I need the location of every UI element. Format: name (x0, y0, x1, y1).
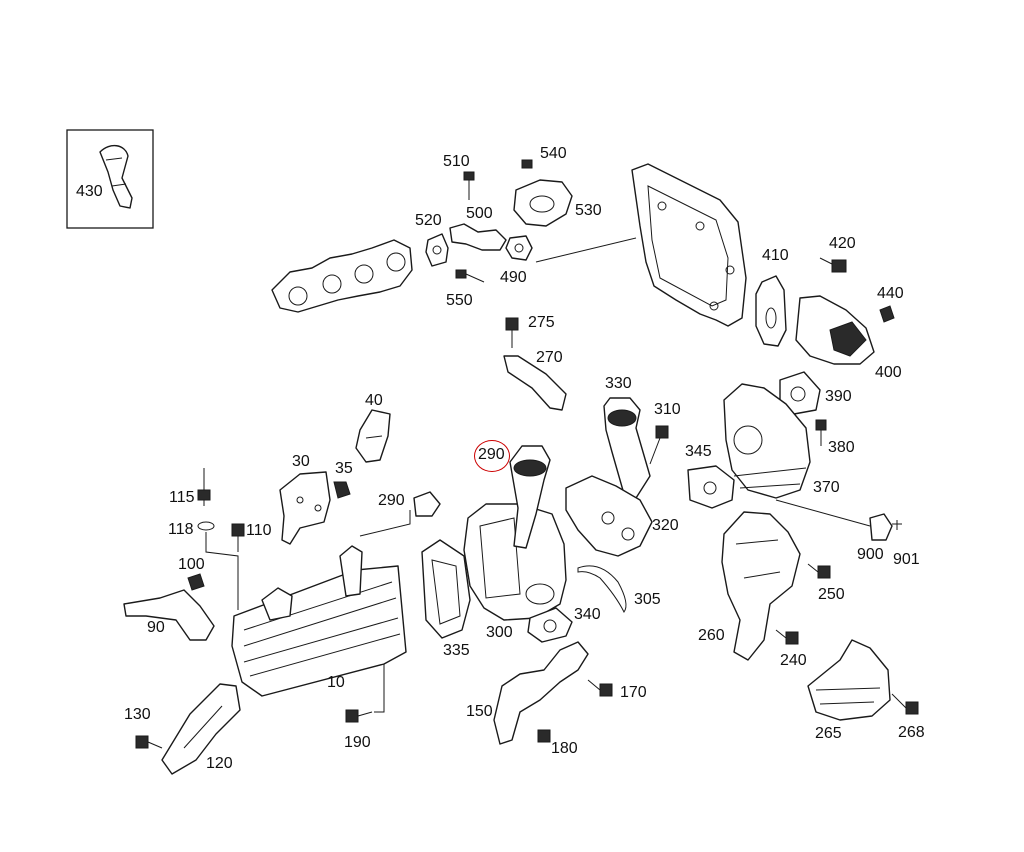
highlight-ring (474, 440, 510, 472)
exhaust-manifold (271, 239, 413, 313)
bolt-268 (905, 701, 919, 715)
nut-35 (333, 481, 351, 499)
label-240: 240 (780, 652, 807, 669)
label-170: 170 (620, 684, 647, 701)
label-901: 901 (893, 551, 920, 568)
label-190: 190 (344, 734, 371, 751)
label-440: 440 (877, 285, 904, 302)
label-150: 150 (466, 703, 493, 720)
cover-plate (631, 163, 747, 327)
label-420: 420 (829, 235, 856, 252)
label-130: 130 (124, 706, 151, 723)
label-510: 510 (443, 153, 470, 170)
bolt-550 (455, 269, 467, 279)
gasket-490 (505, 235, 533, 261)
label-370: 370 (813, 479, 840, 496)
label-550: 550 (446, 292, 473, 309)
gasket-520 (425, 233, 449, 267)
bolt-510 (463, 171, 475, 181)
label-400: 400 (875, 364, 902, 381)
nut-100 (187, 573, 205, 591)
bolt-540 (521, 159, 533, 169)
flange-530 (513, 179, 573, 227)
clamp-290-small (413, 491, 441, 517)
label-118: 118 (168, 521, 194, 538)
bolt-420 (831, 259, 847, 273)
label-260: 260 (698, 627, 725, 644)
label-35: 35 (335, 460, 353, 477)
label-530: 530 (575, 202, 602, 219)
sensor-901 (892, 520, 902, 530)
bolt-190 (345, 709, 359, 723)
label-300: 300 (486, 624, 513, 641)
label-120: 120 (206, 755, 233, 772)
bracket-270 (503, 355, 567, 411)
bolt-170 (599, 683, 613, 697)
label-500: 500 (466, 205, 493, 222)
label-10: 10 (327, 674, 345, 691)
gasket-335 (421, 539, 471, 639)
label-900: 900 (857, 546, 884, 563)
label-40: 40 (365, 392, 383, 409)
bracket-90 (123, 589, 215, 641)
bolt-380 (815, 419, 827, 431)
label-335: 335 (443, 642, 470, 659)
pipe-150 (493, 641, 589, 745)
bolt-275 (505, 317, 519, 331)
label-100: 100 (178, 556, 205, 573)
label-410: 410 (762, 247, 789, 264)
label-265: 265 (815, 725, 842, 742)
label-268: 268 (898, 724, 925, 741)
bolt-250 (817, 565, 831, 579)
bracket-260 (721, 511, 801, 661)
label-270: 270 (536, 349, 563, 366)
label-520: 520 (415, 212, 442, 229)
label-380: 380 (828, 439, 855, 456)
heat-shield-265 (807, 639, 891, 721)
label-430: 430 (76, 183, 103, 200)
bolt-110 (231, 523, 245, 537)
label-110: 110 (246, 522, 272, 539)
label-30: 30 (292, 453, 310, 470)
label-275: 275 (528, 314, 555, 331)
label-180: 180 (551, 740, 578, 757)
egr-cooler-300 (463, 503, 567, 621)
washer-118 (197, 521, 215, 531)
gasket-340 (527, 607, 573, 643)
label-390: 390 (825, 388, 852, 405)
bolt-310 (655, 425, 669, 439)
clip-40 (355, 409, 391, 463)
label-330: 330 (605, 375, 632, 392)
label-540: 540 (540, 145, 567, 162)
valve-320 (565, 475, 653, 557)
label-340: 340 (574, 606, 601, 623)
bolt-180 (537, 729, 551, 743)
label-305: 305 (634, 591, 661, 608)
bolt-130 (135, 735, 149, 749)
bolt-440 (879, 305, 895, 323)
seal-ring-305 (577, 565, 627, 613)
label-290: 290 (378, 492, 405, 509)
gasket-410 (755, 275, 787, 347)
label-345: 345 (685, 443, 712, 460)
gasket-345 (687, 465, 735, 509)
label-250: 250 (818, 586, 845, 603)
bolt-240 (785, 631, 799, 645)
sensor-900 (869, 513, 893, 541)
label-320: 320 (652, 517, 679, 534)
pipe-500 (449, 223, 507, 251)
label-310: 310 (654, 401, 681, 418)
label-115: 115 (169, 489, 195, 506)
label-90: 90 (147, 619, 165, 636)
clip-430 (99, 145, 133, 209)
bracket-30 (279, 471, 331, 545)
label-490: 490 (500, 269, 527, 286)
